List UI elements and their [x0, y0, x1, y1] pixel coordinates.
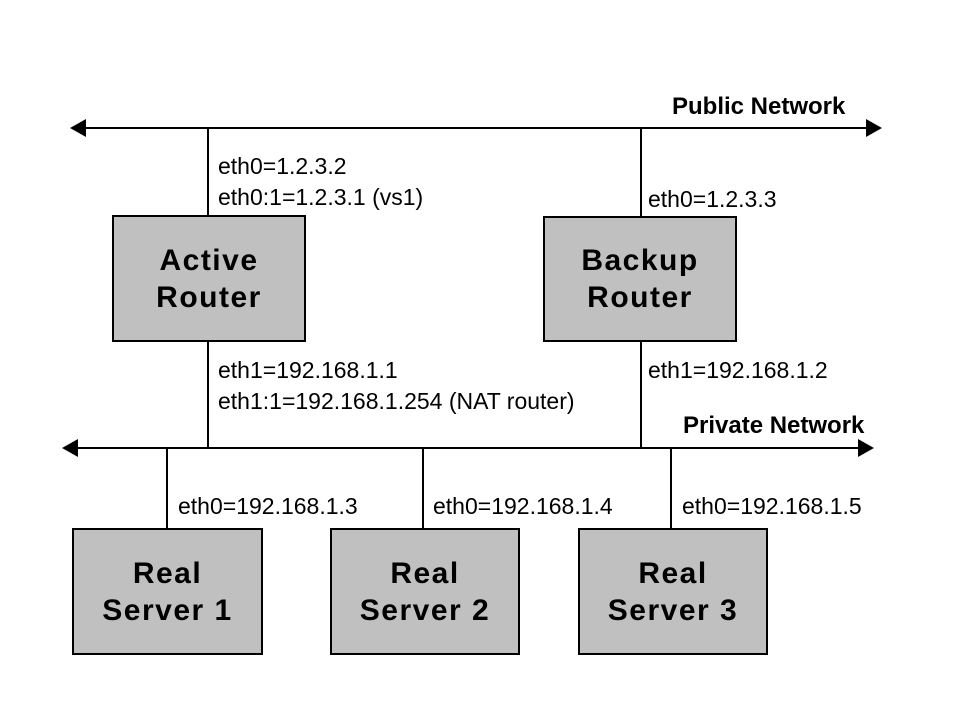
real-server-1-node: Real Server 1 — [72, 528, 263, 655]
real-server-2-label-line1: Real — [390, 556, 460, 590]
backup-router-label-line1: Backup — [581, 244, 699, 277]
real-server-2-label-line2: Server 2 — [359, 593, 491, 627]
real-server-1-eth0-label: eth0=192.168.1.3 — [178, 493, 358, 519]
active-router-eth0-1-label: eth0:1=1.2.3.1 (vs1) — [218, 184, 424, 210]
real-server-3-link — [670, 449, 672, 528]
backup-router-eth0-label: eth0=1.2.3.3 — [648, 186, 777, 212]
active-router-eth0-label: eth0=1.2.3.2 — [218, 153, 347, 179]
active-router-label-line2: Router — [156, 280, 262, 314]
backup-router-label-line2: Router — [587, 281, 693, 314]
active-router-node: Active Router — [112, 215, 306, 342]
real-server-3-node: Real Server 3 — [578, 528, 768, 655]
active-router-label-line1: Active — [159, 243, 259, 277]
private-network-arrowhead-right-icon — [858, 439, 874, 457]
backup-router-public-link — [640, 129, 642, 217]
public-network-arrowhead-left-icon — [70, 119, 86, 137]
real-server-1-link — [166, 449, 168, 528]
real-server-1-label-line2: Server 1 — [102, 593, 233, 627]
backup-router-eth1-label: eth1=192.168.1.2 — [648, 357, 828, 383]
real-server-3-eth0-label: eth0=192.168.1.5 — [682, 493, 862, 519]
active-router-private-link — [207, 342, 209, 449]
real-server-3-label-line2: Server 3 — [607, 593, 739, 627]
active-router-eth1-1-label: eth1:1=192.168.1.254 (NAT router) — [218, 388, 575, 414]
public-network-label: Public Network — [672, 93, 846, 120]
backup-router-private-link — [640, 342, 642, 449]
public-network-arrowhead-right-icon — [866, 119, 882, 137]
public-network-line — [84, 127, 866, 129]
backup-router-node: Backup Router — [543, 216, 737, 342]
private-network-line — [76, 447, 858, 449]
active-router-eth1-label: eth1=192.168.1.1 — [218, 357, 398, 383]
private-network-arrowhead-left-icon — [62, 439, 78, 457]
active-router-public-link — [207, 129, 209, 215]
real-server-1-label-line1: Real — [132, 556, 203, 590]
real-server-2-eth0-label: eth0=192.168.1.4 — [433, 493, 613, 519]
real-server-2-link — [422, 449, 424, 528]
real-server-3-label-line1: Real — [638, 556, 708, 590]
real-server-2-node: Real Server 2 — [330, 528, 520, 655]
private-network-label: Private Network — [683, 412, 865, 439]
